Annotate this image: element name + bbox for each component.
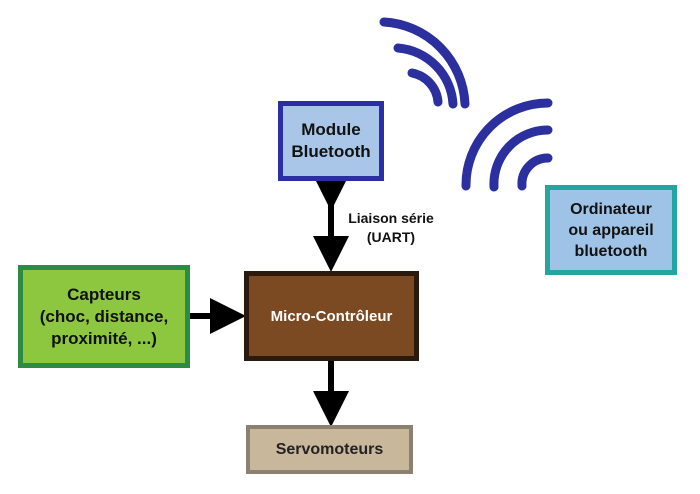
sensors-label: Capteurs (choc, distance, proximité, ...… [39, 284, 169, 348]
sensors-box: Capteurs (choc, distance, proximité, ...… [18, 265, 190, 368]
uart-link-label: Liaison série (UART) [348, 210, 434, 245]
wave-arc-5 [489, 125, 553, 192]
servomotors-label: Servomoteurs [275, 440, 384, 458]
bluetooth-module-box: Module Bluetooth [278, 101, 384, 181]
wireless-waves-bluetooth-icon [379, 17, 470, 109]
connector-arrows [190, 175, 349, 427]
wireless-waves-computer-icon [461, 98, 553, 192]
servomotors-box: Servomoteurs [246, 425, 413, 474]
wave-arc-4 [517, 153, 553, 191]
microcontroller-box: Micro-Contrôleur [244, 271, 419, 361]
bluetooth-module-label: Module Bluetooth [291, 120, 371, 161]
wave-arc-1 [407, 68, 443, 107]
wave-arc-2 [393, 43, 458, 109]
computer-box: Ordinateur ou appareil bluetooth [545, 185, 677, 275]
wave-arc-6 [461, 98, 553, 191]
computer-label: Ordinateur ou appareil bluetooth [568, 200, 654, 260]
microcontroller-label: Micro-Contrôleur [270, 307, 393, 325]
wave-arc-3 [379, 17, 470, 109]
